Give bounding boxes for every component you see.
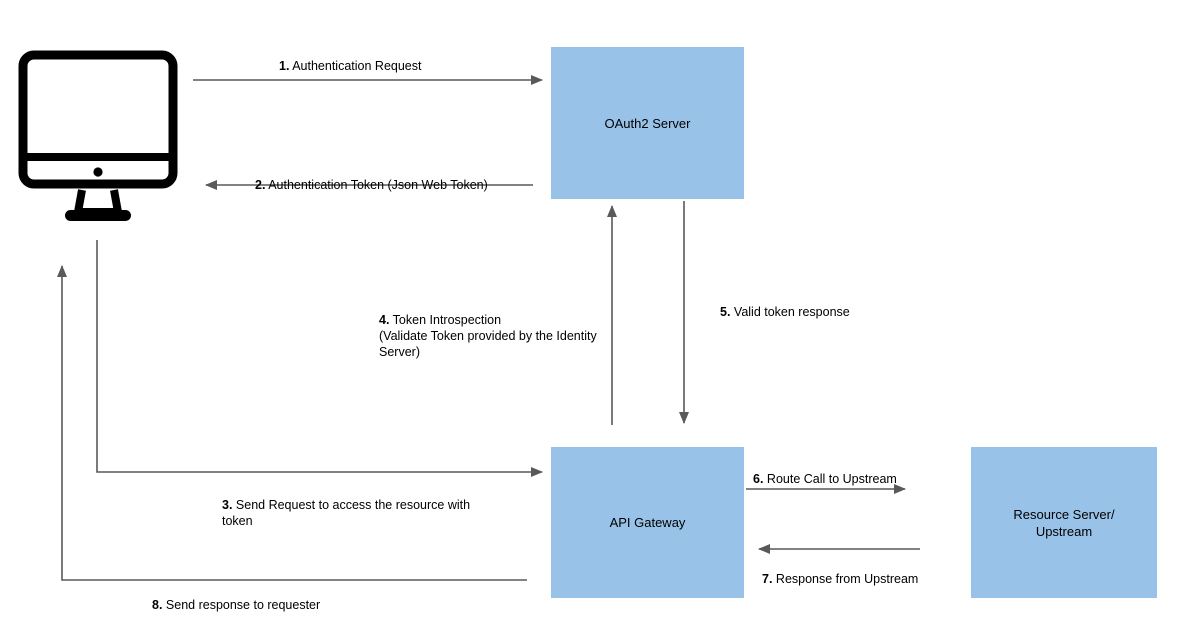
edge-text-4: Token Introspection (Validate Token prov… [379, 313, 597, 359]
edge-label-7: 7. Response from Upstream [762, 555, 918, 587]
client-node [18, 50, 178, 232]
edge-step-number-1: 1. [279, 59, 290, 73]
node-api-gateway-label: API Gateway [609, 515, 686, 530]
edge-step-number-3: 3. [222, 498, 233, 512]
edge-step-number-2: 2. [255, 178, 266, 192]
node-resource-server-label: Resource Server/ Upstream [1013, 506, 1115, 539]
node-oauth2-server-label: OAuth2 Server [604, 115, 691, 131]
edge-label-4: 4. Token Introspection (Validate Token p… [379, 296, 624, 360]
edge-label-2: 2. Authentication Token (Json Web Token) [255, 161, 488, 193]
edge-text-3: Send Request to access the resource with… [222, 498, 471, 528]
edge-step-number-5: 5. [720, 305, 731, 319]
edge-label-6: 6. Route Call to Upstream [753, 455, 897, 487]
edge-label-8: 8. Send response to requester [152, 581, 320, 613]
edge-step-number-7: 7. [762, 572, 773, 586]
edge-label-1: 1. Authentication Request [279, 42, 421, 74]
node-oauth2-server[interactable]: OAuth2 Server [551, 47, 744, 199]
edge-label-3: 3. Send Request to access the resource w… [222, 481, 522, 529]
node-api-gateway[interactable]: API Gateway [551, 447, 744, 598]
edge-text-1: Authentication Request [289, 59, 422, 73]
desktop-monitor-icon [18, 50, 178, 221]
edge-text-6: Route Call to Upstream [763, 472, 897, 486]
edge-text-8: Send response to requester [162, 598, 321, 612]
edge-text-2: Authentication Token (Json Web Token) [265, 178, 488, 192]
edge-step-number-6: 6. [753, 472, 764, 486]
node-resource-server[interactable]: Resource Server/ Upstream [971, 447, 1157, 598]
edge-label-5: 5. Valid token response [720, 288, 850, 320]
edge-step-number-4: 4. [379, 313, 390, 327]
edge-text-7: Response from Upstream [772, 572, 919, 586]
edge-text-5: Valid token response [730, 305, 850, 319]
edge-step-number-8: 8. [152, 598, 163, 612]
